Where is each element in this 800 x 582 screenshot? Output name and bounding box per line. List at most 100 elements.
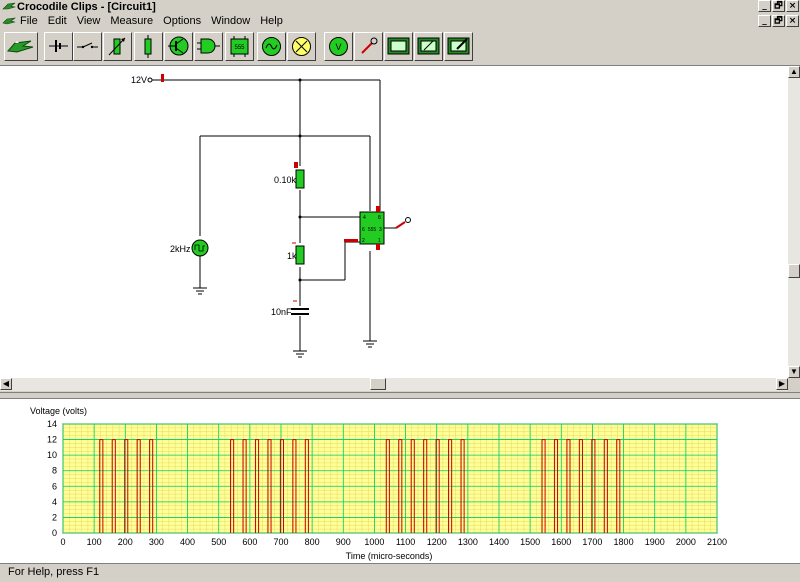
voltage-pulse [423, 439, 428, 533]
y-tick-label: 0 [52, 528, 57, 538]
y-tick-label: 14 [47, 419, 57, 429]
ic-pin-6: 6 [362, 227, 365, 233]
variable-resistor-icon [108, 37, 126, 56]
scroll-left-button[interactable]: ◀ [0, 378, 12, 390]
graph-button[interactable] [414, 32, 443, 61]
ic-555[interactable]: 555 4 8 6 3 2 1 [344, 206, 396, 250]
doc-restore-button[interactable]: 🗗 [772, 15, 785, 27]
resistor-icon [144, 35, 152, 58]
y-tick-label: 2 [52, 512, 57, 522]
menu-file[interactable]: File [20, 15, 38, 27]
ic-pin-4: 4 [363, 215, 366, 221]
x-tick-label: 1300 [458, 537, 478, 547]
oscilloscope-icon [387, 37, 410, 55]
window-title: Crocodile Clips - [Circuit1] [17, 1, 156, 13]
ic-pin-3: 3 [379, 227, 382, 233]
menu-measure[interactable]: Measure [110, 15, 154, 27]
probe-icon [361, 37, 378, 54]
transistor-button[interactable] [164, 32, 193, 61]
supply-label: 12V [131, 75, 147, 85]
voltage-pulse [385, 439, 390, 533]
capacitor[interactable]: 10nF [271, 300, 309, 317]
voltmeter-button[interactable]: V [324, 32, 353, 61]
x-tick-label: 600 [242, 537, 257, 547]
resistor-top[interactable]: 0.10k [274, 162, 305, 189]
outer-window-controls: _ 🗗 × [758, 0, 799, 13]
title-bar: Crocodile Clips - [Circuit1] _ 🗗 × [0, 0, 800, 14]
x-axis-label: Time (micro-seconds) [346, 551, 433, 561]
resistor-button[interactable] [134, 32, 163, 61]
x-tick-label: 1700 [582, 537, 602, 547]
x-tick-label: 1400 [489, 537, 509, 547]
x-tick-label: 800 [305, 537, 320, 547]
function-generator-icon [262, 37, 281, 56]
horizontal-scroll-thumb[interactable] [370, 378, 386, 390]
minimize-button[interactable]: _ [758, 0, 771, 12]
resistor-bottom-label: 1k [287, 251, 297, 261]
minor-grid [62, 423, 718, 534]
crocodile-icon [6, 40, 34, 53]
x-tick-label: 1000 [364, 537, 384, 547]
document-window-controls: _ 🗗 × [758, 15, 799, 28]
x-tick-label: 700 [273, 537, 288, 547]
switch-button[interactable] [73, 32, 102, 61]
scroll-right-button[interactable]: ▶ [776, 378, 788, 390]
svg-text:V: V [335, 42, 341, 52]
x-tick-label: 100 [87, 537, 102, 547]
lamp-button[interactable] [287, 32, 316, 61]
circuit-diagram: 12V 0.10k 1k 10nF 2kHz 555 4 8 6 [131, 74, 411, 358]
toolbar: 555 V [0, 29, 800, 66]
ic-pin-8: 8 [378, 215, 381, 221]
menu-view[interactable]: View [76, 15, 101, 27]
menu-options[interactable]: Options [163, 15, 202, 27]
restore-button[interactable]: 🗗 [772, 0, 785, 12]
battery-button[interactable] [44, 32, 73, 61]
menu-window[interactable]: Window [211, 15, 251, 27]
function-generator[interactable]: 2kHz [170, 239, 209, 257]
probe-button[interactable] [354, 32, 383, 61]
y-axis-label: Voltage (volts) [30, 406, 87, 416]
circuit-canvas[interactable]: 12V 0.10k 1k 10nF 2kHz 555 4 8 6 [0, 66, 788, 378]
voltage-pulse [292, 439, 297, 533]
scroll-up-button[interactable]: ▲ [788, 66, 800, 78]
document-icon[interactable] [2, 16, 16, 26]
ic-label: 555 [368, 227, 377, 233]
voltage-pulse [242, 439, 247, 533]
voltage-pulse [124, 439, 129, 533]
doc-close-button[interactable]: × [786, 15, 799, 27]
logic-gate-button[interactable] [194, 32, 223, 61]
supply-terminal[interactable]: 12V [131, 74, 164, 85]
voltage-pulse [304, 439, 309, 533]
voltage-pulse [267, 439, 272, 533]
x-tick-label: 2100 [707, 537, 727, 547]
menu-edit[interactable]: Edit [47, 15, 67, 27]
doc-minimize-button[interactable]: _ [758, 15, 771, 27]
junction-dots [298, 78, 302, 282]
function-generator-button[interactable] [257, 32, 286, 61]
voltage-pulse [448, 439, 453, 533]
scroll-down-button[interactable]: ▼ [788, 366, 800, 378]
vertical-scrollbar[interactable]: ▲ ▼ [788, 66, 800, 378]
variable-resistor-button[interactable] [103, 32, 132, 61]
voltage-pulse [410, 439, 415, 533]
resistor-top-label: 0.10k [274, 175, 297, 185]
horizontal-scrollbar[interactable]: ◀ ▶ [0, 378, 788, 391]
crocodile-logo-button[interactable] [4, 32, 38, 61]
x-tick-label: 1200 [427, 537, 447, 547]
y-tick-label: 10 [47, 450, 57, 460]
voltage-pulse [136, 439, 141, 533]
graph-edit-button[interactable] [444, 32, 473, 61]
vertical-scroll-thumb[interactable] [788, 264, 800, 278]
output-probe[interactable] [395, 217, 411, 229]
voltmeter-icon: V [329, 37, 348, 56]
oscilloscope-button[interactable] [384, 32, 413, 61]
close-button[interactable]: × [786, 0, 799, 12]
menu-help[interactable]: Help [260, 15, 283, 27]
ic-555-button[interactable]: 555 [225, 32, 254, 61]
menu-bar: File Edit View Measure Options Window He… [0, 14, 800, 29]
pane-splitter[interactable] [0, 392, 800, 398]
resistor-bottom[interactable]: 1k [287, 242, 305, 265]
